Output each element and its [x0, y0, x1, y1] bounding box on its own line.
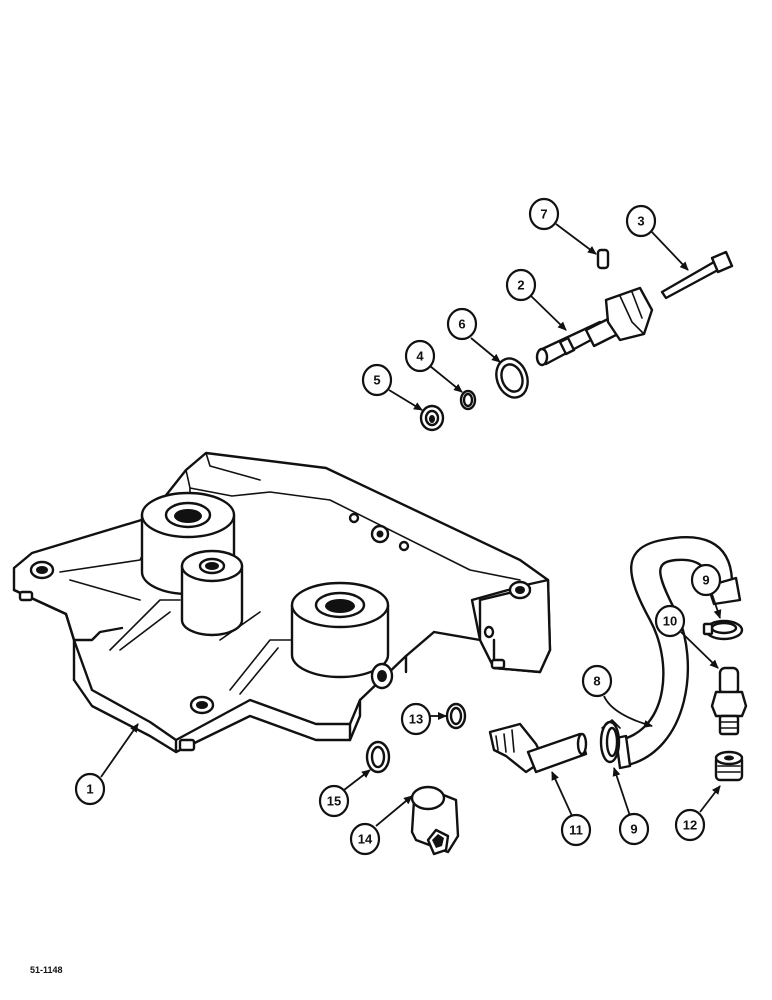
leader-lines [100, 223, 722, 827]
callout-4: 4 [404, 339, 436, 373]
rod-pin-part [660, 250, 734, 300]
callout-8: 8 [581, 664, 613, 698]
callout-15: 15 [318, 784, 350, 818]
svg-text:15: 15 [327, 794, 341, 809]
svg-text:4: 4 [416, 349, 424, 364]
svg-text:9: 9 [702, 573, 709, 588]
callout-14: 14 [349, 822, 381, 856]
svg-text:5: 5 [373, 373, 380, 388]
hose-clamp-lower-part [599, 719, 621, 764]
callout-9-upper: 9 [690, 563, 722, 597]
figure-reference: 51-1148 [30, 965, 63, 975]
svg-text:6: 6 [458, 317, 465, 332]
svg-text:14: 14 [358, 832, 373, 847]
callout-12: 12 [674, 808, 706, 842]
svg-text:3: 3 [637, 214, 644, 229]
svg-text:2: 2 [517, 278, 524, 293]
callout-5: 5 [361, 363, 393, 397]
hex-plug-part [410, 785, 460, 856]
callout-6: 6 [446, 307, 478, 341]
o-ring-15-part [365, 740, 391, 774]
large-o-ring-part [495, 357, 529, 399]
svg-text:13: 13 [409, 712, 423, 727]
callout-11: 11 [560, 813, 592, 847]
housing-plate-part [12, 451, 552, 754]
svg-text:7: 7 [540, 207, 547, 222]
callout-2: 2 [505, 268, 537, 302]
elbow-fitting-part [488, 722, 588, 774]
svg-text:11: 11 [569, 823, 583, 838]
nipple-fitting-part [710, 666, 748, 736]
svg-text:1: 1 [86, 782, 93, 797]
callout-9-lower: 9 [618, 812, 650, 846]
svg-text:10: 10 [663, 614, 677, 629]
small-o-ring-part [459, 389, 477, 411]
svg-text:12: 12 [683, 818, 697, 833]
callout-3: 3 [625, 204, 657, 238]
small-pin-part [596, 248, 610, 270]
callout-7: 7 [528, 197, 560, 231]
svg-text:8: 8 [593, 674, 600, 689]
cap-plug-part [714, 750, 744, 782]
washer-part [419, 404, 445, 432]
o-ring-13-part [445, 702, 467, 730]
hose-clamp-upper-part [702, 619, 744, 641]
svg-text:9: 9 [630, 822, 637, 837]
callout-13: 13 [400, 702, 432, 736]
callout-10: 10 [654, 604, 686, 638]
valve-stem-part [535, 286, 654, 367]
callout-1: 1 [74, 772, 106, 806]
